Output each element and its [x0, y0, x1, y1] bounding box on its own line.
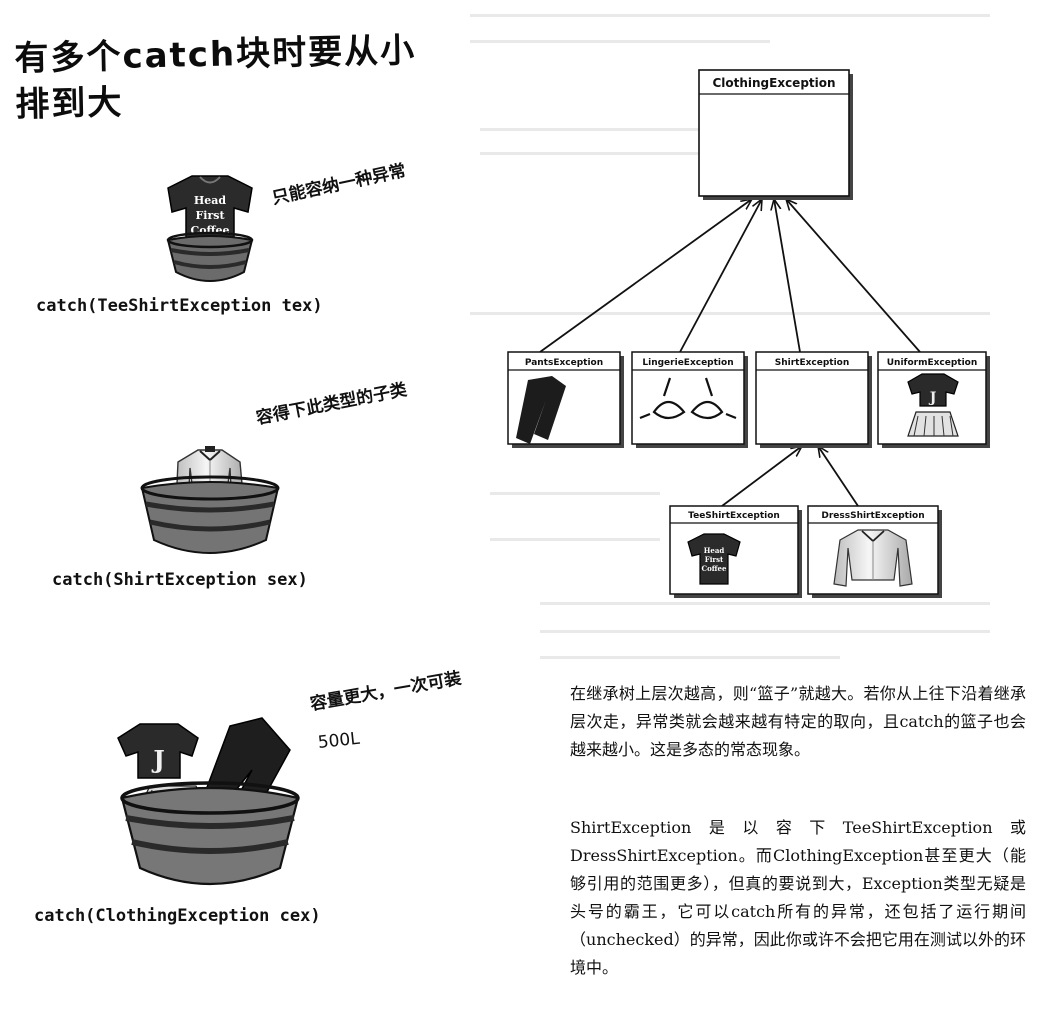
- explanation-paragraph-1: 在继承树上层次越高，则“篮子”就越大。若你从上往下沿着继承层次走，异常类就会越来…: [570, 680, 1026, 764]
- class-box-dressshirt-exception: DressShirtException: [808, 506, 942, 598]
- explanation-paragraph-2: ShirtException是以容下TeeShirtException或Dres…: [570, 814, 1026, 982]
- mini-dress-shirt-icon: [834, 530, 912, 586]
- inheritance-arrow: [722, 446, 802, 506]
- catch-shirt-code: catch(ShirtException sex): [52, 570, 308, 590]
- class-name-lingerie-exception: LingerieException: [642, 358, 733, 368]
- clothing-basket: J: [118, 718, 298, 884]
- class-name-uniform-exception: UniformException: [887, 358, 978, 368]
- class-diagram: ClothingException PantsException Lingeri…: [508, 70, 990, 598]
- medium-basket-icon: [142, 477, 278, 553]
- class-box-uniform-exception: UniformException J: [878, 352, 990, 448]
- tee-shirt-basket: Head First Coffee: [168, 176, 252, 281]
- class-box-shirt-exception: ShirtException: [756, 352, 872, 448]
- uniform-icon-letter: J: [928, 390, 937, 406]
- catch-teeshirt-code: catch(TeeShirtException tex): [36, 296, 323, 316]
- inheritance-arrow: [818, 446, 858, 506]
- class-name-dressshirt-exception: DressShirtException: [821, 511, 924, 521]
- class-name-teeshirt-exception: TeeShirtException: [688, 511, 780, 521]
- catch-clothing-code: catch(ClothingException cex): [34, 906, 321, 926]
- uniform-letter: J: [151, 745, 164, 774]
- inheritance-arrow: [786, 199, 920, 352]
- small-basket-icon: [168, 233, 252, 281]
- class-name-shirt-exception: ShirtException: [775, 358, 850, 368]
- mini-tee-print-3: Coffee: [702, 564, 727, 573]
- class-box-lingerie-exception: LingerieException: [632, 352, 748, 448]
- class-box-pants-exception: PantsException: [508, 352, 624, 448]
- mini-tee-print-2: First: [705, 555, 724, 564]
- class-box-teeshirt-exception: TeeShirtException Head First Coffee: [670, 506, 802, 598]
- class-name-pants-exception: PantsException: [525, 358, 603, 368]
- inheritance-arrow: [774, 199, 800, 352]
- shirt-basket: [142, 446, 278, 553]
- class-name-clothing-exception: ClothingException: [712, 76, 835, 90]
- tee-print-line-1: Head: [194, 194, 227, 207]
- large-basket-icon: [122, 783, 298, 884]
- uniform-shirt-icon-in-basket: J: [118, 724, 198, 778]
- class-box-clothing-exception: ClothingException: [699, 70, 853, 200]
- mini-tee-print-1: Head: [704, 546, 725, 555]
- tee-print-line-2: First: [195, 209, 225, 222]
